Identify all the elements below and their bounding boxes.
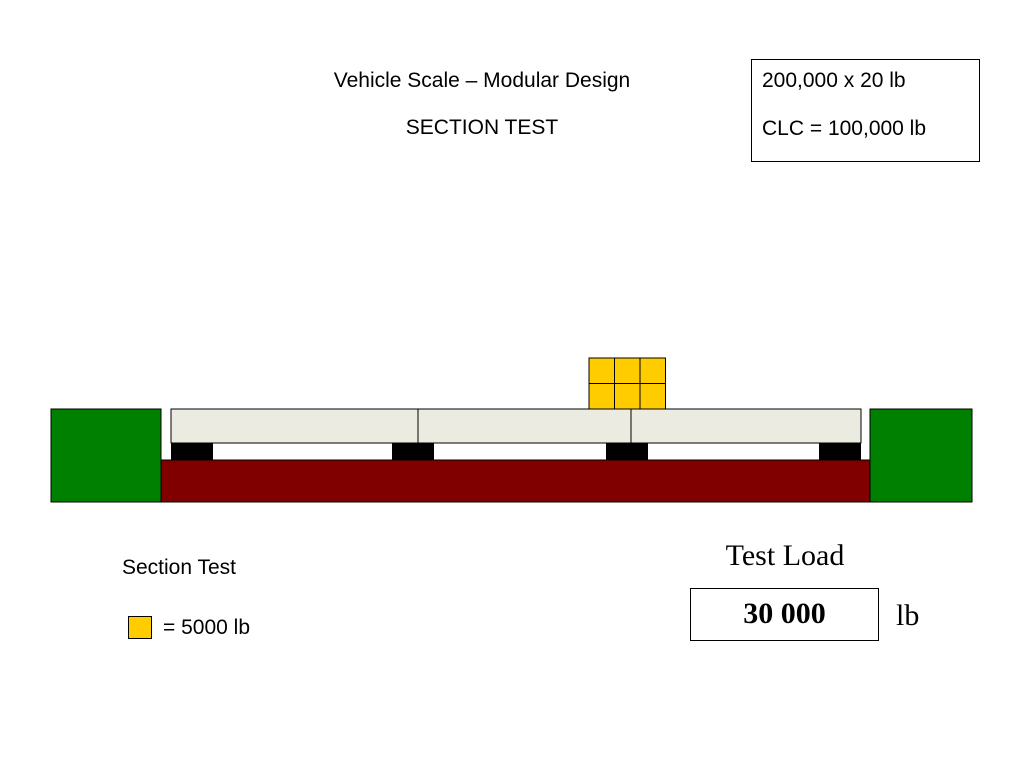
platform-section xyxy=(417,408,632,444)
support-pad xyxy=(392,443,434,460)
test-weight-block xyxy=(614,357,641,384)
vehicle-scale-diagram xyxy=(50,357,973,503)
legend-weight-swatch xyxy=(128,616,152,639)
test-weight-block xyxy=(639,383,666,410)
platform-section xyxy=(630,408,862,444)
diagram-subtitle: SECTION TEST xyxy=(405,116,559,139)
support-pad xyxy=(606,443,648,460)
test-load-value-box: 30 000 xyxy=(690,588,879,641)
test-load-unit: lb xyxy=(896,599,920,632)
diagram-title: Vehicle Scale – Modular Design xyxy=(333,69,631,92)
clc-text: CLC = 100,000 lb xyxy=(762,117,927,140)
test-weight-block xyxy=(588,357,615,384)
platform-section xyxy=(170,408,419,444)
support-pad xyxy=(819,443,861,460)
capacity-text: 200,000 x 20 lb xyxy=(762,69,906,92)
left-abutment xyxy=(50,408,162,503)
test-weight-block xyxy=(639,357,666,384)
test-load-label: Test Load xyxy=(725,539,845,572)
test-load-value: 30 000 xyxy=(743,597,826,630)
test-weight-block xyxy=(614,383,641,410)
foundation xyxy=(160,459,871,503)
right-abutment xyxy=(869,408,973,503)
legend-weight-label: = 5000 lb xyxy=(163,616,250,639)
legend-title: Section Test xyxy=(122,556,237,579)
test-weight-block xyxy=(588,383,615,410)
spec-box: 200,000 x 20 lb CLC = 100,000 lb xyxy=(751,59,980,162)
support-pad xyxy=(171,443,213,460)
